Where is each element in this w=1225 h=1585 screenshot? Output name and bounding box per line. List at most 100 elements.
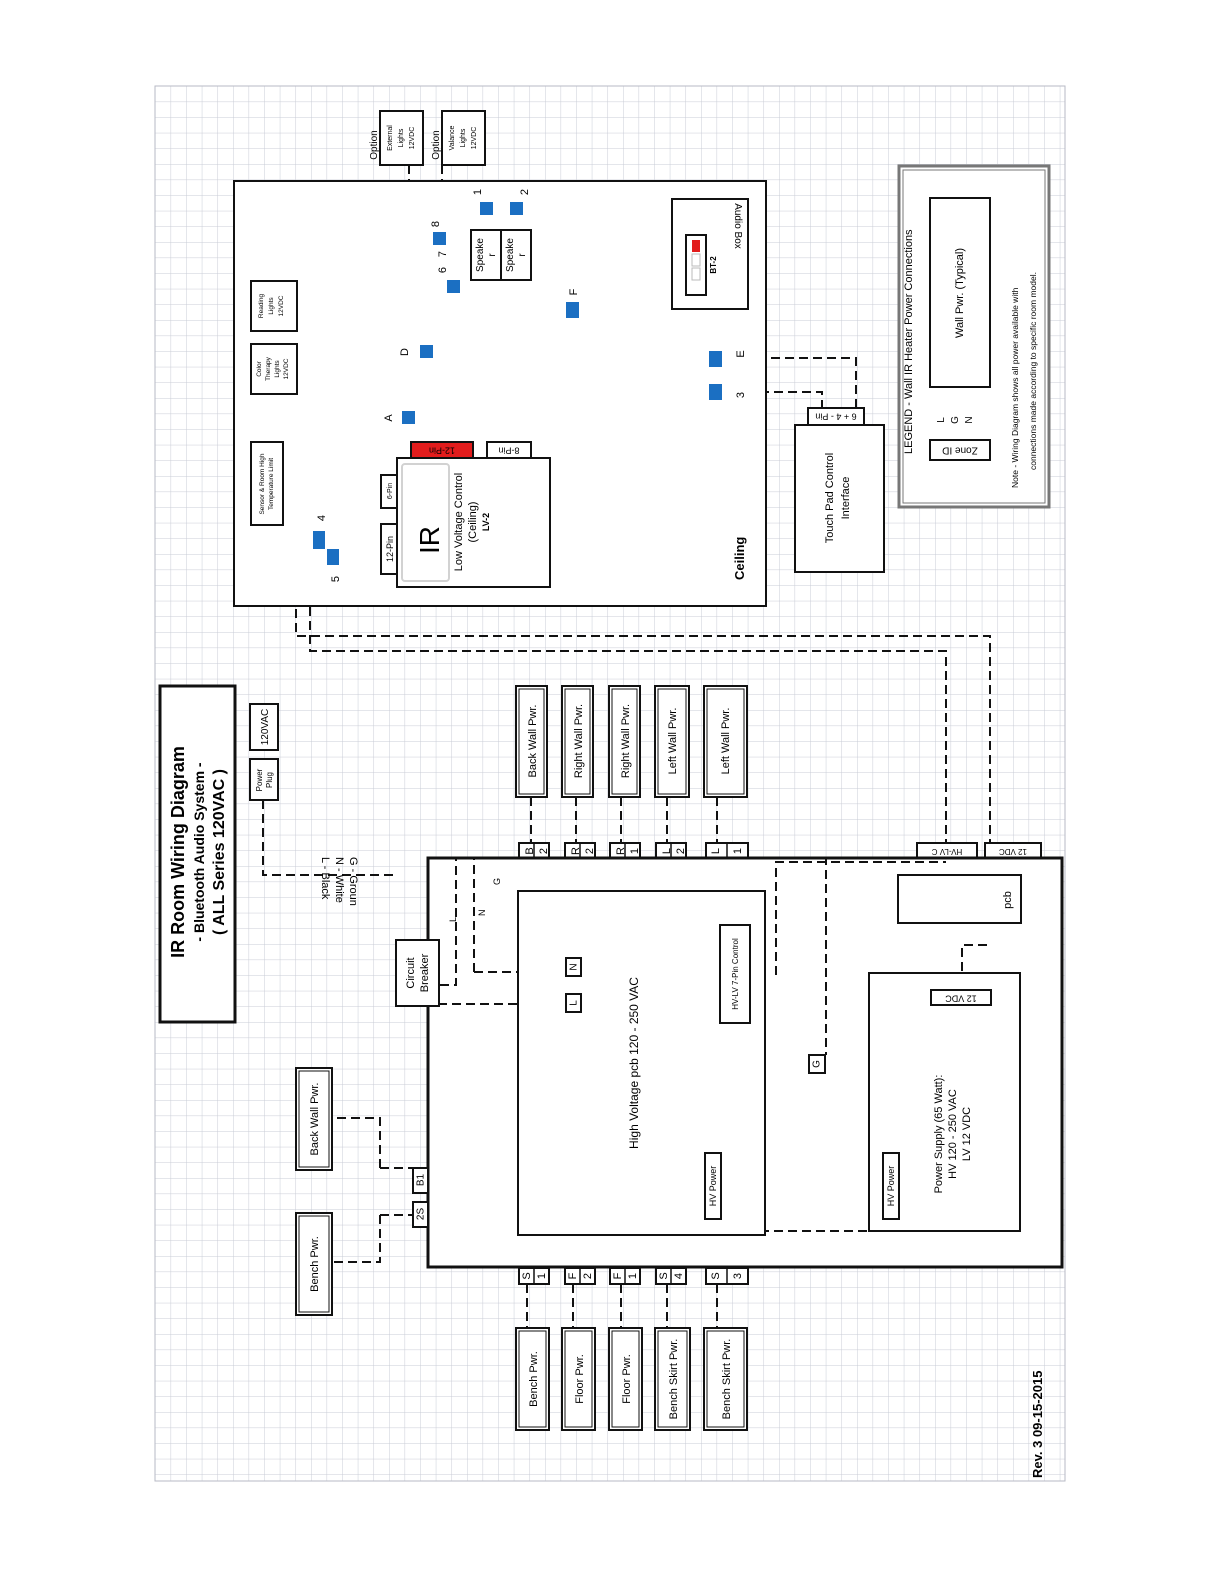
- heater-bench-skirt-3-label: Bench Skirt Pwr.: [721, 1339, 733, 1420]
- heater-floor-2: [561, 1327, 596, 1431]
- upper-ports: B 2 R 2 R 1 L 2 L 1 HV-LV C 12 VDC: [518, 842, 1042, 859]
- hv-pcb-label: High Voltage pcb 120 - 250 VAC: [627, 977, 641, 1149]
- port-l2-letter: L: [661, 848, 673, 854]
- terminal-l-label: L: [569, 1000, 580, 1006]
- heater-bench-1: [515, 1327, 550, 1431]
- heater-left-wall-1-label: Left Wall Pwr.: [720, 708, 732, 775]
- connector-4: [313, 531, 325, 549]
- title-text: IR Room Wiring Diagram - Bluetooth Audio…: [168, 746, 228, 958]
- external-lights-1: External: [387, 125, 394, 151]
- title-line2: - Bluetooth Audio System -: [191, 762, 207, 941]
- port-l1-letter: L: [710, 848, 722, 854]
- lower-heaters: Bench Pwr. Floor Pwr. Floor Pwr. Bench S…: [515, 1327, 748, 1431]
- reading-lights: [250, 280, 298, 332]
- connector-a: [402, 411, 415, 424]
- speaker-1-label-1: Speake: [475, 238, 486, 272]
- connector-5: [327, 549, 339, 565]
- heater-bench-skirt-4: [654, 1327, 691, 1431]
- valance-lights-3: 12VDC: [471, 127, 478, 150]
- terminal-g: [808, 1054, 826, 1074]
- touchpad-label-2: Interface: [840, 477, 852, 520]
- connector-67: [447, 280, 460, 293]
- pcb-label: pcb: [1002, 891, 1014, 909]
- heater-floor-2-inner: [564, 1330, 593, 1428]
- connector-d: [420, 345, 433, 358]
- hv-power-terminal-2: [882, 1152, 900, 1220]
- port-b1-label: B1: [416, 1173, 427, 1186]
- valance-lights-2: Lights: [460, 128, 467, 147]
- valance-option-tag: Option: [431, 130, 442, 159]
- touchpad-port-label: 6 + 4 - Pin: [815, 412, 856, 422]
- heater-bench-1-inner: [518, 1330, 547, 1428]
- connector-2: [510, 202, 523, 215]
- hv-power-2-label: HV Power: [886, 1166, 896, 1207]
- port-s1-letter: S: [521, 1272, 533, 1279]
- port-s1-num: 1: [536, 1273, 548, 1279]
- wire-key: L - Black N - White G - Groun: [319, 857, 359, 906]
- connector-f: [566, 302, 579, 318]
- title-block: [158, 684, 237, 1024]
- ceiling-label: Ceiling: [732, 537, 747, 580]
- speaker-2-label-2: r: [517, 253, 528, 257]
- legend-zone-id-label: Zone ID: [942, 444, 978, 455]
- external-lights-3: 12VDC: [409, 127, 416, 150]
- port-l2-num: 2: [675, 848, 687, 854]
- power-plug-label-1: Power: [255, 768, 264, 791]
- sensor-box: [250, 441, 284, 526]
- connector-f-label: F: [568, 288, 580, 295]
- legend-note-1: Note - Wiring Diagram shows all power av…: [1010, 287, 1020, 488]
- heater-right-wall-2: [561, 685, 594, 798]
- controller-ir-label: IR: [414, 526, 445, 554]
- reading-lights-3: 12VDC: [278, 295, 285, 316]
- valance-lights-1: Valance: [449, 126, 456, 151]
- legend-note-2: connections made according to specific r…: [1028, 272, 1038, 470]
- connector-8: [433, 232, 446, 245]
- connector-5-label: 5: [330, 576, 342, 582]
- port-12pin-top: [410, 441, 474, 459]
- port-s3-num: 3: [732, 1273, 744, 1279]
- audio-box: [671, 198, 749, 310]
- cabinet-wire-l: L: [448, 917, 458, 922]
- upper-heaters: Back Wall Pwr. Right Wall Pwr. Right Wal…: [515, 685, 748, 798]
- heater-left-wall-1-inner: [706, 688, 745, 795]
- hvlv-control: [719, 924, 751, 1024]
- connector-2-label: 2: [519, 189, 531, 195]
- valance-lights: [441, 110, 486, 166]
- port-f1-letter: F: [612, 1272, 624, 1279]
- psu-12vdc-port: [930, 989, 992, 1006]
- port-12pin-side: [380, 523, 398, 575]
- reading-lights-2: Lights: [268, 297, 275, 315]
- connector-7-label: 7: [437, 251, 449, 257]
- psu-hv: HV 120 - 250 VAC: [947, 1089, 959, 1179]
- left-port-wires: [380, 1167, 413, 1216]
- port-f2-num: 2: [582, 1273, 594, 1279]
- port-s3-letter: S: [710, 1272, 722, 1279]
- terminal-n: [565, 957, 582, 977]
- heater-back-wall-left: [295, 1067, 333, 1171]
- color-lights-3: Lights: [274, 360, 281, 378]
- heater-floor-1-inner: [611, 1330, 640, 1428]
- terminal-l: [565, 993, 582, 1013]
- external-lights-2: Lights: [398, 128, 405, 147]
- title-line3: ( ALL Series 120VAC ): [211, 769, 228, 935]
- connector-e-label: E: [735, 350, 747, 357]
- legend-pin-g: G: [950, 416, 961, 424]
- port-2s-label: 2S: [416, 1208, 427, 1221]
- hv-power-terminal-1: [704, 1152, 722, 1220]
- controller-model: LV-2: [481, 513, 491, 531]
- heater-left-wall-1: [703, 685, 748, 798]
- heater-right-wall-2-label: Right Wall Pwr.: [573, 704, 585, 778]
- bt-led-2: [691, 267, 701, 281]
- connector-a-label: A: [383, 414, 395, 422]
- port-12vdc-side-label: 12 VDC: [999, 847, 1027, 856]
- controller-display: [401, 463, 450, 582]
- heater-right-wall-1-label: Right Wall Pwr.: [620, 704, 632, 778]
- external-lights: [379, 110, 424, 166]
- port-8pin-label: 8-Pin: [498, 446, 519, 456]
- speaker-2-label-1: Speake: [505, 238, 516, 272]
- port-8pin: [486, 441, 532, 459]
- connector-labels: A D 8 6 7 1 2 F E 3 4 5: [316, 189, 747, 582]
- heater-right-wall-1-inner: [611, 688, 638, 795]
